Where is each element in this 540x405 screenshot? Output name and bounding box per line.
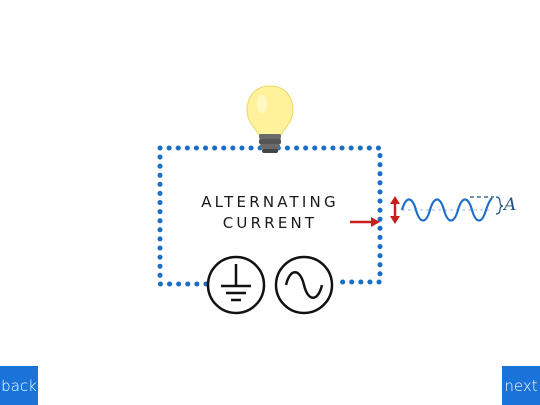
sine-wave-icon [400,196,504,222]
diagram-title-line1: ALTERNATING [201,193,339,211]
light-bulb-icon [246,85,294,153]
amplitude-arrow-icon [390,196,400,224]
ac-source-icon [274,255,334,315]
next-button[interactable]: next [502,366,540,405]
ground-symbol-icon [206,255,266,315]
diagram-title-line2: CURRENT [223,214,318,232]
amplitude-label: A [502,195,516,215]
current-arrow-icon [350,217,380,227]
back-button[interactable]: back [0,366,38,405]
